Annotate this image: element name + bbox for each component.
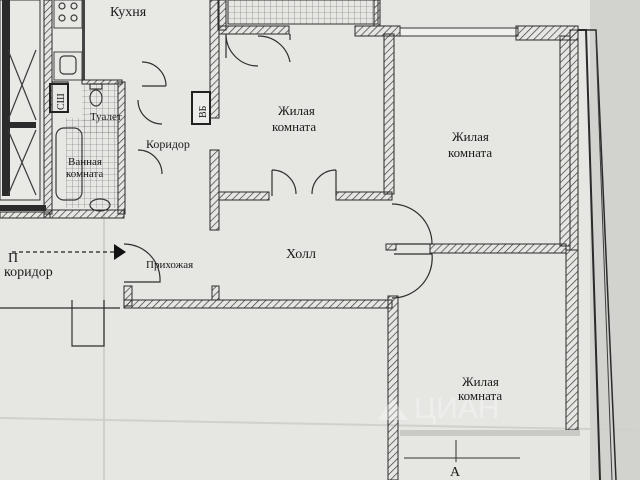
watermark-logo: ЦИАН (378, 392, 499, 425)
label-shaft-right: ВБ (198, 105, 209, 118)
label-living-top-1: Жилая (278, 103, 315, 118)
doors (0, 33, 433, 347)
facade-lines (400, 29, 617, 480)
label-shaft-left: СШ (56, 93, 67, 110)
label-hall: Холл (286, 247, 316, 262)
walls (0, 0, 579, 480)
label-living-right-1: Жилая (452, 129, 489, 144)
label-entrance-mark: П (8, 251, 18, 266)
kitchen-block (50, 0, 210, 81)
neighbour-unit-left (0, 0, 46, 211)
paper-fold-horizontal (0, 417, 640, 431)
svg-text:ЦИАН: ЦИАН (414, 392, 499, 425)
label-bathroom-2: комната (66, 168, 103, 180)
label-corridor-inner: Коридор (146, 137, 190, 151)
label-axis-a: А (450, 465, 461, 480)
label-hallway: Прихожая (146, 259, 193, 271)
label-bathroom-1: Ванная (68, 156, 102, 168)
label-living-right-2: комната (448, 145, 492, 160)
entrance-arrow (12, 244, 126, 260)
sanitary-block (50, 81, 118, 212)
label-toilet: Туалет (90, 111, 122, 123)
label-living-bottom-2: комната (458, 388, 502, 403)
label-common-corridor: коридор (4, 265, 53, 280)
label-kitchen: Кухня (110, 5, 147, 20)
label-living-top-2: комната (272, 119, 316, 134)
label-living-bottom-1: Жилая (462, 374, 499, 389)
